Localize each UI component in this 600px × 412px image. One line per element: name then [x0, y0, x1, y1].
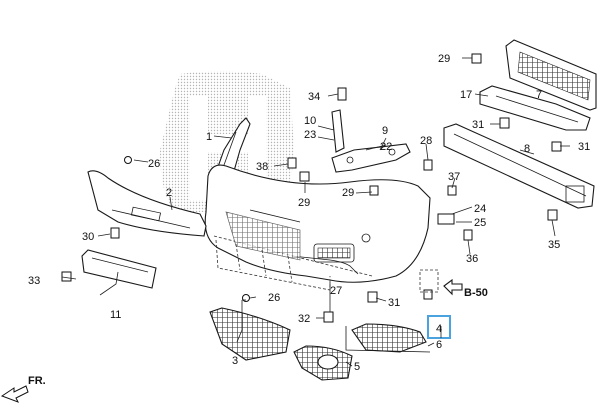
callout-31b: 31: [578, 141, 590, 153]
callout-29b: 29: [298, 197, 310, 209]
callout-37: 37: [448, 171, 460, 183]
callout-33: 33: [28, 275, 40, 287]
callout-23: 23: [304, 129, 316, 141]
lower-grille: [209, 307, 291, 361]
upper-bracket: [505, 39, 597, 111]
callout-9: 9: [382, 125, 388, 137]
callout-1: 1: [206, 131, 212, 143]
callout-8: 8: [524, 143, 530, 155]
side-mount-bracket: [331, 143, 411, 173]
highlight-box: [427, 315, 451, 339]
callout-3: 3: [232, 355, 238, 367]
callout-34: 34: [308, 91, 320, 103]
callout-2: 2: [166, 187, 172, 199]
callout-labels: 1 2 3 4 5 6 7 8 9 10 11 17 22 23 24 25 2…: [28, 53, 590, 373]
callout-17: 17: [460, 89, 472, 101]
callout-26a: 26: [148, 158, 160, 170]
bumper-side-spoiler: [87, 170, 207, 237]
front-direction-indicator: FR.: [0, 375, 46, 403]
callout-22: 22: [380, 141, 392, 153]
callout-11: 11: [110, 309, 121, 321]
upper-absorber: [479, 85, 591, 131]
callout-32: 32: [298, 313, 310, 325]
fog-light-garnish: [293, 345, 353, 381]
side-grille: [345, 323, 431, 353]
callout-24: 24: [474, 203, 486, 215]
callout-36: 36: [466, 253, 478, 265]
callout-4: 4: [436, 323, 442, 335]
callout-35: 35: [548, 239, 560, 251]
leader-lines: [61, 57, 570, 367]
license-plate-bracket: [81, 249, 157, 289]
fastener-group: [61, 53, 562, 323]
bumper-beam: [443, 123, 595, 209]
callout-31c: 31: [388, 297, 400, 309]
callout-5: 5: [354, 361, 360, 373]
lower-valance-outline: [215, 239, 331, 291]
callout-26b: 26: [268, 292, 280, 304]
callout-25: 25: [474, 217, 486, 229]
callout-29a: 29: [438, 53, 450, 65]
bracket-stay: [331, 109, 345, 153]
callout-29c: 29: [342, 187, 354, 199]
callout-38: 38: [256, 161, 268, 173]
reference-label: B-50: [464, 287, 488, 299]
callout-7: 7: [536, 89, 542, 101]
callout-10: 10: [304, 115, 316, 127]
callout-27: 27: [330, 285, 342, 297]
reference-callout-b50: B-50: [419, 269, 488, 299]
callout-30: 30: [82, 231, 94, 243]
direction-label: FR.: [28, 375, 46, 387]
callout-6: 6: [436, 339, 442, 351]
callout-31a: 31: [472, 119, 484, 131]
callout-28: 28: [420, 135, 432, 147]
